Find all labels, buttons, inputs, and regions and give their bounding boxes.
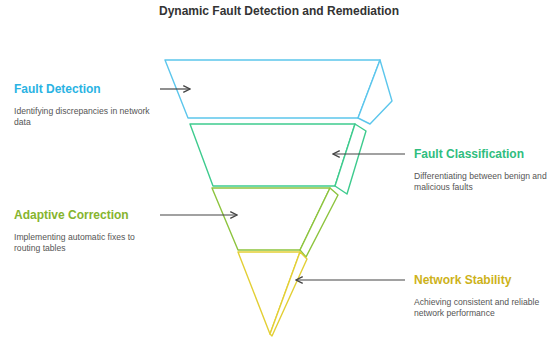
leader-arrow — [296, 279, 405, 280]
stage-label: Fault DetectionIdentifying discrepancies… — [14, 79, 154, 128]
stage-description: Differentiating between benign and malic… — [414, 171, 550, 193]
stage-label: Fault ClassificationDifferentiating betw… — [414, 144, 550, 193]
funnel-segment — [190, 124, 366, 194]
stage-description: Achieving consistent and reliable networ… — [414, 297, 542, 319]
stage-heading: Network Stability — [414, 273, 511, 287]
stage-heading: Fault Detection — [14, 82, 101, 96]
stage-description: Implementing automatic fixes to routing … — [14, 232, 154, 254]
funnel-segment — [165, 60, 392, 124]
funnel-segment — [238, 252, 307, 336]
leader-arrow — [160, 88, 190, 89]
stage-label: Adaptive CorrectionImplementing automati… — [14, 205, 154, 254]
stage-heading: Adaptive Correction — [14, 208, 129, 222]
leader-arrow — [333, 153, 405, 154]
funnel-segment — [212, 188, 338, 257]
diagram-title: Dynamic Fault Detection and Remediation — [0, 4, 558, 18]
leader-arrow — [160, 214, 237, 215]
stage-label: Network StabilityAchieving consistent an… — [414, 270, 542, 319]
stage-description: Identifying discrepancies in network dat… — [14, 106, 154, 128]
stage-heading: Fault Classification — [414, 147, 524, 161]
